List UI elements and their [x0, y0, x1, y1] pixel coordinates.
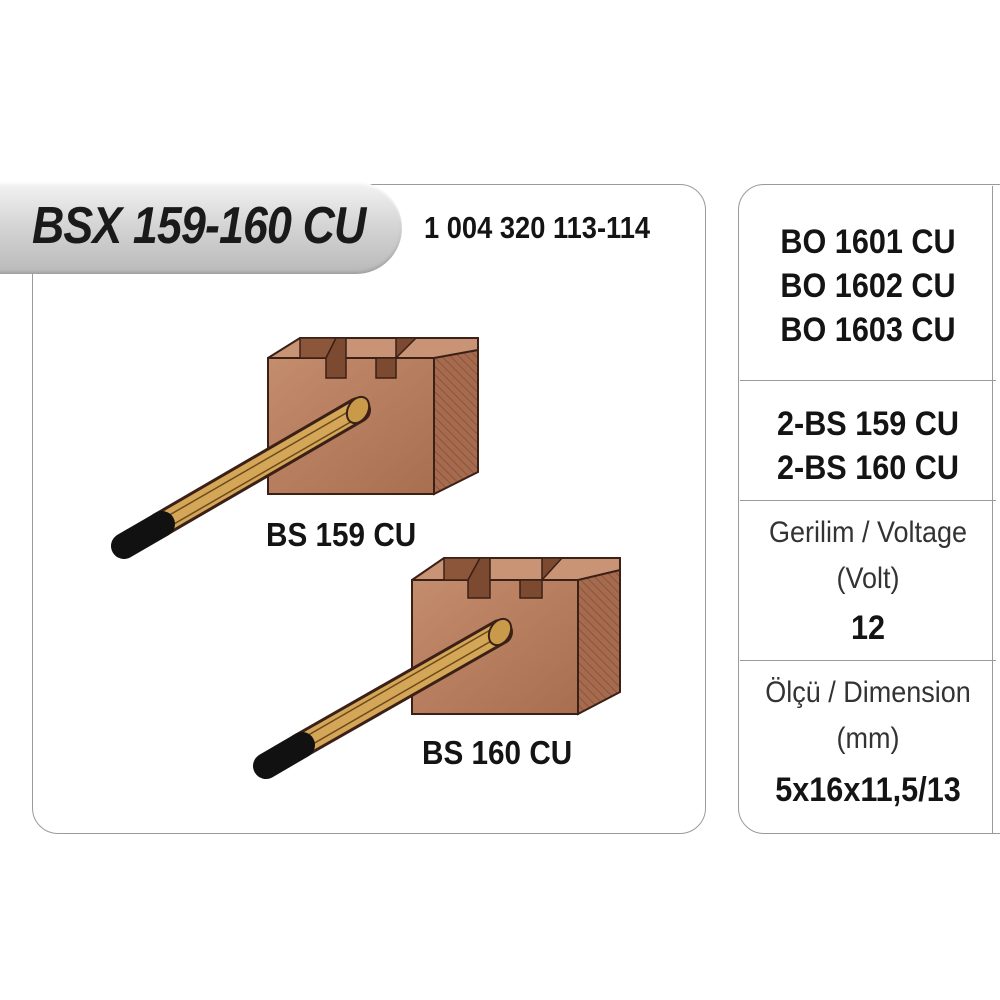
brush-item: 2-BS 159 CU	[777, 405, 959, 443]
model-header-pill	[0, 182, 402, 274]
brush-bs159-icon	[111, 337, 479, 559]
dimension-value: 5x16x11,5/13	[775, 771, 961, 809]
spec-card-edge	[992, 186, 993, 834]
model-title: BSX 159-160 CU	[32, 197, 366, 255]
dimension-label: Ölçü / Dimension	[765, 676, 971, 709]
spec-card	[738, 184, 1000, 834]
brush-code: BO 1603 CU	[780, 311, 956, 349]
part-number: 1 004 320 113-114	[424, 210, 651, 245]
voltage-value: 12	[850, 609, 886, 647]
brush-bs160-icon	[253, 557, 621, 779]
voltage-section: Gerilim / Voltage (Volt) 12	[740, 510, 996, 654]
brush-code: BO 1601 CU	[780, 223, 956, 261]
voltage-label: Gerilim / Voltage	[768, 516, 968, 549]
product-label: BS 159 CU	[266, 516, 417, 553]
dimension-section: Ölçü / Dimension (mm) 5x16x11,5/13	[740, 670, 996, 818]
voltage-unit: (Volt)	[836, 562, 900, 595]
divider	[740, 660, 996, 661]
divider	[740, 500, 996, 501]
brush-item: 2-BS 160 CU	[777, 449, 959, 487]
dimension-unit: (mm)	[836, 722, 900, 755]
brush-items-section: 2-BS 159 CU 2-BS 160 CU	[740, 402, 996, 490]
brush-codes-section: BO 1601 CU BO 1602 CU BO 1603 CU	[740, 220, 996, 352]
divider	[740, 380, 996, 381]
brush-code: BO 1602 CU	[780, 267, 956, 305]
product-label: BS 160 CU	[422, 734, 573, 771]
